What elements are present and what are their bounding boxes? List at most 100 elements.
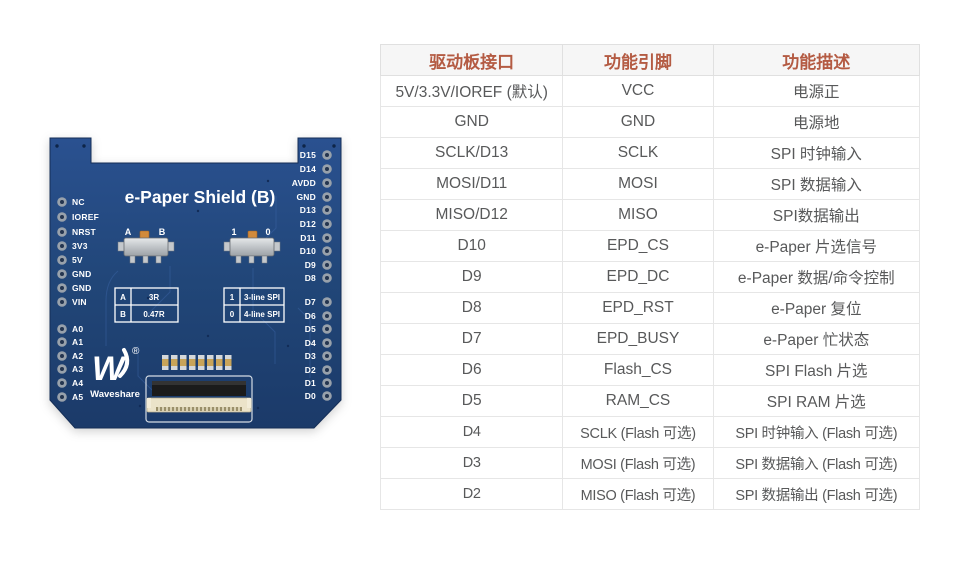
- pin-label: 3V3: [72, 241, 88, 251]
- cell-interface: GND: [379, 106, 564, 138]
- pcb-outline: [49, 137, 342, 429]
- pin-label: 5V: [72, 255, 83, 265]
- slide-switch-10: 1 0: [223, 227, 281, 264]
- pin-label: D8: [305, 273, 316, 283]
- pin-label: A0: [72, 324, 83, 334]
- pin-label: D6: [305, 311, 316, 321]
- legend-cell: 1: [230, 293, 235, 302]
- cell-interface: D10: [379, 230, 564, 262]
- cell-pin: EPD_RST: [562, 292, 714, 324]
- switch-label-0: 0: [265, 227, 270, 237]
- pin-label: D11: [300, 233, 316, 243]
- cell-desc: 电源地: [712, 106, 921, 138]
- table-row: D9 EPD_DC e-Paper 数据/命令控制: [379, 261, 921, 293]
- table-row: D4 SCLK (Flash 可选) SPI 时钟输入 (Flash 可选): [379, 416, 921, 448]
- cell-interface: 5V/3.3V/IOREF (默认): [379, 75, 564, 107]
- header-interface: 驱动板接口: [379, 44, 564, 76]
- cell-pin: EPD_CS: [562, 230, 714, 262]
- cell-pin: SCLK: [562, 137, 714, 169]
- cell-desc: e-Paper 片选信号: [712, 230, 921, 262]
- cell-interface: MISO/D12: [379, 199, 564, 231]
- pin-label: D2: [305, 365, 316, 375]
- waveshare-logo-mark: W: [92, 350, 127, 388]
- pin-label: D7: [305, 297, 316, 307]
- pin-label: VIN: [72, 297, 87, 307]
- cell-desc: SPI数据输出: [712, 199, 921, 231]
- waveshare-logo: W ® Waveshare: [90, 346, 140, 400]
- cell-pin: MOSI: [562, 168, 714, 200]
- right-pin-labels: D15 D14 AVDD GND D13 D12 D11 D10 D9 D8 D…: [292, 150, 316, 401]
- fpc-connector: [145, 375, 253, 423]
- cell-interface: D2: [379, 478, 564, 510]
- registered-mark-icon: ®: [132, 346, 140, 357]
- cell-interface: D8: [379, 292, 564, 324]
- pin-label: AVDD: [292, 178, 316, 188]
- switch-body: [123, 237, 169, 257]
- slide-switch-ab: A B: [117, 227, 175, 264]
- cell-desc: SPI 数据输入: [712, 168, 921, 200]
- pin-label: IOREF: [72, 212, 99, 222]
- left-pin-pads: [57, 197, 67, 402]
- header-pin: 功能引脚: [562, 44, 714, 76]
- legend-cell: 0: [230, 310, 235, 319]
- pin-label: D3: [305, 351, 316, 361]
- silkscreen-legend-resistor: [114, 287, 179, 323]
- pinout-table: 驱动板接口 功能引脚 功能描述 5V/3.3V/IOREF (默认) VCC 电…: [379, 44, 921, 510]
- pin-label: D12: [300, 219, 316, 229]
- table-header-row: 驱动板接口 功能引脚 功能描述: [379, 44, 921, 76]
- pin-label: D1: [305, 378, 316, 388]
- pin-label: A5: [72, 392, 83, 402]
- legend-cell: 3R: [149, 293, 159, 302]
- pin-label: A1: [72, 337, 83, 347]
- cell-desc: SPI 数据输出 (Flash 可选): [712, 478, 921, 510]
- cell-pin: EPD_BUSY: [562, 323, 714, 355]
- table-row: D8 EPD_RST e-Paper 复位: [379, 292, 921, 324]
- cell-interface: D5: [379, 385, 564, 417]
- right-pin-pads: [322, 150, 332, 401]
- cell-pin: Flash_CS: [562, 354, 714, 386]
- cell-pin: RAM_CS: [562, 385, 714, 417]
- cell-interface: D4: [379, 416, 564, 448]
- legend-cell: 3-line SPI: [244, 293, 280, 302]
- cell-pin: MISO (Flash 可选): [562, 478, 714, 510]
- cell-pin: MOSI (Flash 可选): [562, 447, 714, 479]
- cell-interface: SCLK/D13: [379, 137, 564, 169]
- pin-label: D4: [305, 338, 316, 348]
- cell-pin: VCC: [562, 75, 714, 107]
- table-row: D10 EPD_CS e-Paper 片选信号: [379, 230, 921, 262]
- cell-interface: D3: [379, 447, 564, 479]
- pin-label: GND: [72, 283, 92, 293]
- switch-label-b: B: [159, 227, 166, 237]
- cell-pin: MISO: [562, 199, 714, 231]
- pin-label: D0: [305, 391, 316, 401]
- legend-cell: B: [120, 310, 126, 319]
- table-row: MISO/D12 MISO SPI数据输出: [379, 199, 921, 231]
- cell-pin: GND: [562, 106, 714, 138]
- cell-desc: e-Paper 忙状态: [712, 323, 921, 355]
- pin-label: D9: [305, 260, 316, 270]
- cell-desc: SPI 时钟输入 (Flash 可选): [712, 416, 921, 448]
- mounting-holes: [55, 144, 336, 148]
- cell-desc: SPI 数据输入 (Flash 可选): [712, 447, 921, 479]
- cell-interface: MOSI/D11: [379, 168, 564, 200]
- pcb-photo: e-Paper Shield (B) NC IOREF NRST 3V3 5V …: [48, 136, 344, 436]
- smd-components: [162, 355, 232, 370]
- legend-cell: 0.47R: [143, 310, 165, 319]
- cell-interface: D9: [379, 261, 564, 293]
- switch-label-a: A: [125, 227, 132, 237]
- switch-label-1: 1: [231, 227, 236, 237]
- cell-pin: SCLK (Flash 可选): [562, 416, 714, 448]
- waveshare-logo-text: Waveshare: [90, 389, 140, 400]
- pin-label: D15: [300, 150, 316, 160]
- table-row: D2 MISO (Flash 可选) SPI 数据输出 (Flash 可选): [379, 478, 921, 510]
- header-desc: 功能描述: [712, 44, 921, 76]
- cell-desc: e-Paper 数据/命令控制: [712, 261, 921, 293]
- pin-label: D5: [305, 324, 316, 334]
- left-pin-labels: NC IOREF NRST 3V3 5V GND GND VIN A0 A1 A…: [72, 197, 99, 402]
- cell-desc: SPI RAM 片选: [712, 385, 921, 417]
- silkscreen-legend-spi: [223, 287, 285, 323]
- table-row: D5 RAM_CS SPI RAM 片选: [379, 385, 921, 417]
- cell-interface: D7: [379, 323, 564, 355]
- pin-label: D13: [300, 205, 316, 215]
- switch-body: [229, 237, 275, 257]
